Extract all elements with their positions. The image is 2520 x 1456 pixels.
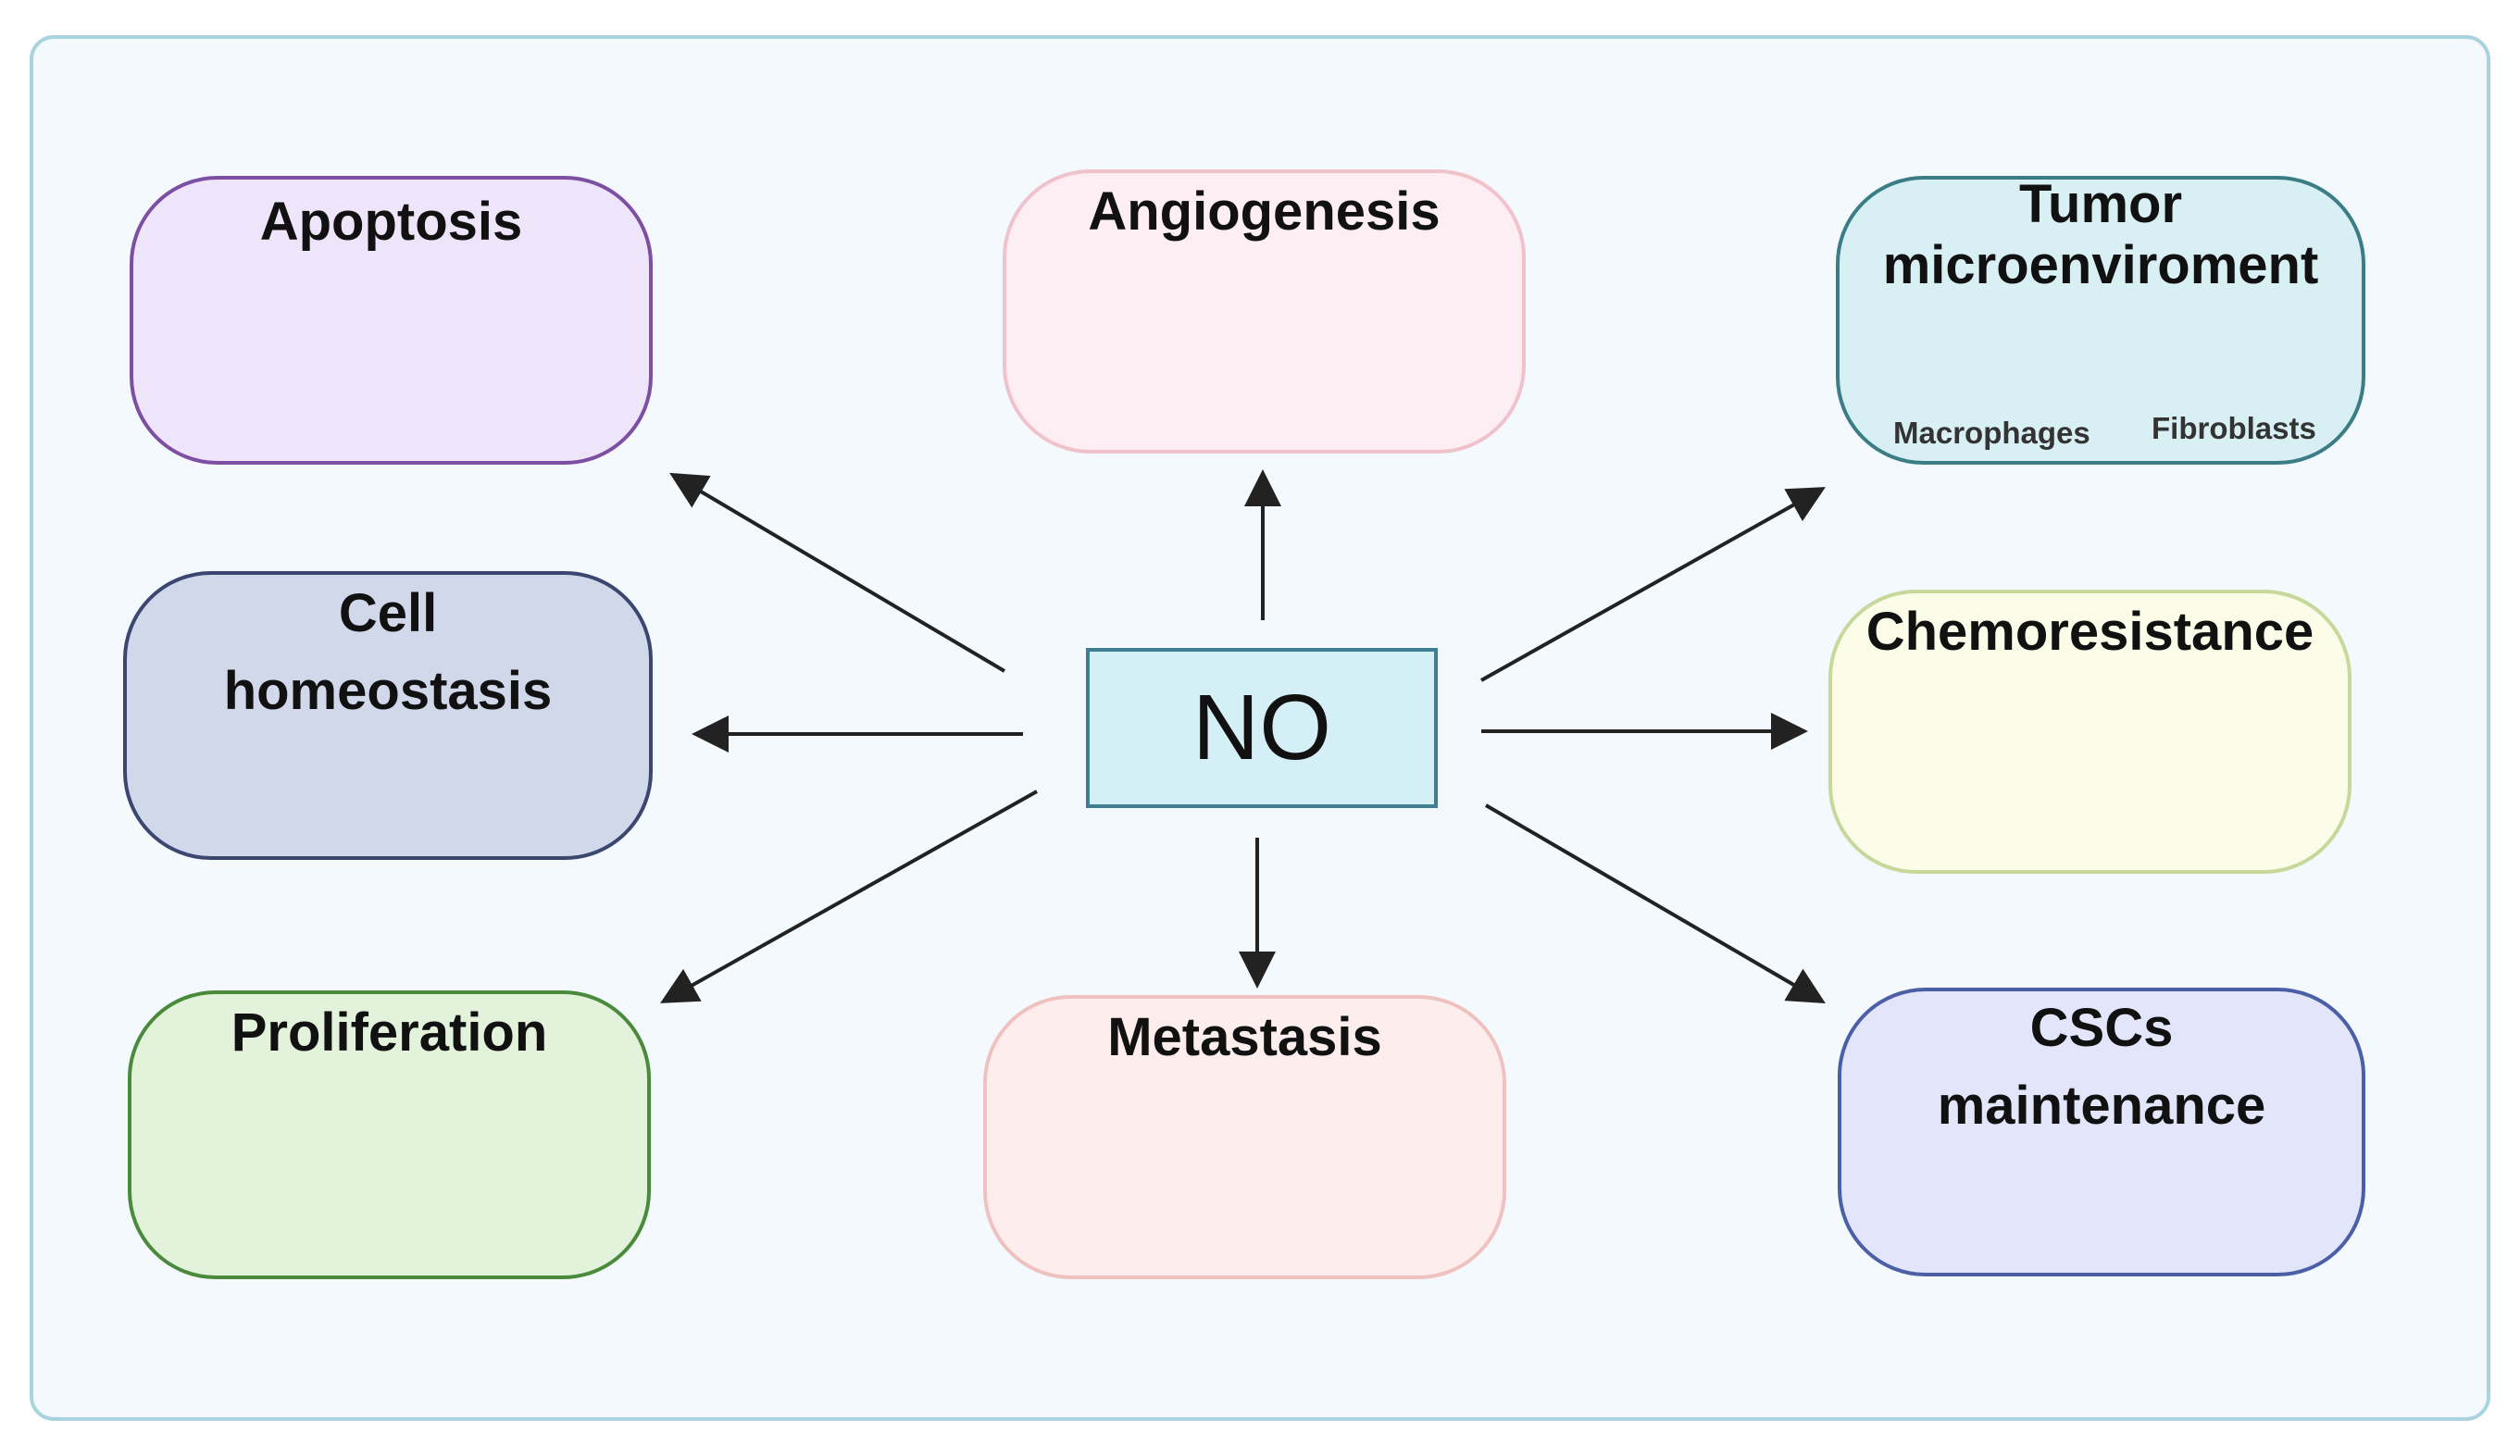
arrow-to-proliferation bbox=[660, 790, 1038, 1003]
center-node-label: NO bbox=[1192, 676, 1331, 779]
node-angiogenesis-label: Angiogenesis bbox=[1088, 181, 1441, 242]
node-tumor-label: Tumor microenviroment bbox=[1882, 174, 2319, 295]
node-cell-homeostasis: Cell homeostasis bbox=[123, 571, 653, 860]
node-cscs-maintenance: CSCs maintenance bbox=[1838, 988, 2365, 1276]
arrows bbox=[660, 469, 1826, 1004]
node-proliferation: Proliferation bbox=[128, 990, 651, 1279]
arrow-to-cscs bbox=[1484, 803, 1826, 1004]
node-apoptosis-label: Apoptosis bbox=[259, 192, 523, 252]
fibroblasts-label: Fibroblasts bbox=[2152, 411, 2316, 445]
node-metastasis: Metastasis bbox=[983, 995, 1506, 1279]
node-cscs-label: CSCs maintenance bbox=[1937, 998, 2266, 1136]
node-homeostasis-label: Cell homeostasis bbox=[223, 583, 553, 721]
node-apoptosis: Apoptosis bbox=[130, 176, 653, 465]
node-chemoresistance: Chemoresistance bbox=[1828, 590, 2352, 874]
node-tumor-microenvironment: Tumor microenviroment Macrophages Fibrob… bbox=[1836, 174, 2365, 465]
node-angiogenesis: Angiogenesis bbox=[1003, 169, 1526, 454]
node-metastasis-label: Metastasis bbox=[1107, 1007, 1382, 1067]
center-node-no: NO bbox=[1086, 648, 1438, 808]
macrophages-label: Macrophages bbox=[1893, 416, 2090, 450]
arrow-to-apoptosis bbox=[669, 472, 1006, 673]
node-chemoresistance-label: Chemoresistance bbox=[1865, 602, 2314, 662]
arrow-to-tumor bbox=[1480, 487, 1826, 682]
node-proliferation-label: Proliferation bbox=[231, 1002, 548, 1063]
